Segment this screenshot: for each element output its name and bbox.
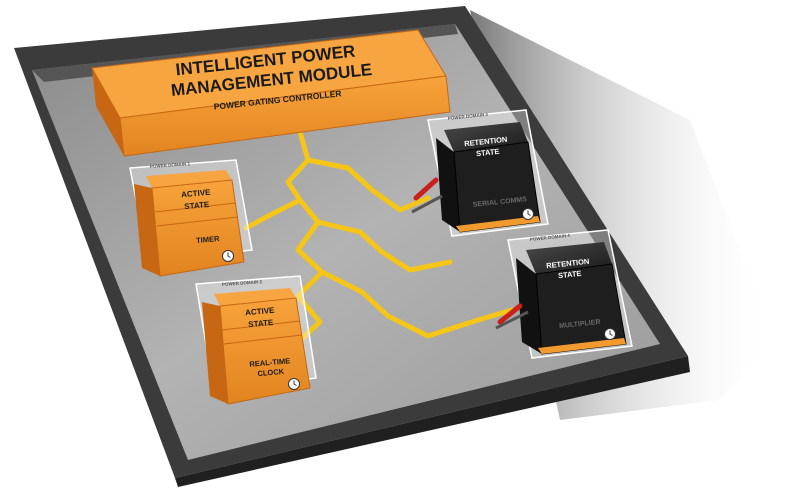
lever-switch-icon bbox=[495, 303, 529, 330]
power-management-module: INTELLIGENT POWER MANAGEMENT MODULE POWE… bbox=[91, 29, 451, 157]
domain-2-state-line1: ACTIVE bbox=[245, 306, 276, 318]
domain-1-state-line2: STATE bbox=[184, 200, 210, 211]
domain-1-top bbox=[146, 170, 232, 188]
clock-icon bbox=[288, 378, 300, 390]
clock-icon bbox=[604, 328, 616, 340]
module-side bbox=[92, 68, 124, 156]
domain-3-state-line2: STATE bbox=[476, 147, 500, 158]
power-domain-1: POWER DOMAIN 1 ACTIVE STATE TIMER bbox=[129, 159, 253, 277]
domain-4-device: MULTIPLIER bbox=[559, 319, 601, 330]
domain-4-header: POWER DOMAIN 4 bbox=[530, 233, 571, 242]
domain-2-top bbox=[214, 288, 296, 306]
domain-2-header: POWER DOMAIN 2 bbox=[222, 279, 263, 287]
power-domain-4: POWER DOMAIN 4 RETENTION STATE MULTIPLIE… bbox=[495, 229, 633, 359]
domain-3-left bbox=[436, 138, 460, 232]
domain-2-state-line2: STATE bbox=[248, 318, 274, 329]
power-domain-2: POWER DOMAIN 2 ACTIVE STATE REAL-TIME CL… bbox=[195, 275, 317, 405]
trace-to-domain3 bbox=[305, 157, 431, 213]
domain-2-device-line2: CLOCK bbox=[257, 367, 285, 378]
domain-2-front bbox=[219, 297, 311, 405]
domain-3-header: POWER DOMAIN 3 bbox=[448, 112, 489, 121]
trace-mid-right bbox=[315, 219, 453, 273]
clock-icon bbox=[222, 250, 234, 262]
domain-2-device: REAL-TIME bbox=[249, 356, 290, 369]
clock-icon bbox=[522, 208, 534, 220]
domain-4-accent bbox=[538, 338, 626, 354]
board-rim-edge bbox=[175, 356, 690, 487]
lever-switch-icon bbox=[411, 177, 443, 214]
domain-1-front bbox=[151, 179, 245, 277]
domain-1-header: POWER DOMAIN 1 bbox=[150, 161, 191, 169]
domain-4-left bbox=[516, 258, 542, 354]
domain-1-device: TIMER bbox=[196, 234, 221, 245]
domain-3-accent bbox=[456, 216, 540, 232]
power-domain-3: POWER DOMAIN 3 RETENTION STATE SERIAL CO… bbox=[411, 109, 549, 237]
domain-4-state-line2: STATE bbox=[558, 269, 582, 280]
domain-4-top bbox=[526, 242, 612, 274]
domain-1-state-line1: ACTIVE bbox=[181, 188, 212, 200]
trace-to-domain4 bbox=[319, 269, 515, 339]
trace-to-domain1 bbox=[243, 197, 303, 231]
